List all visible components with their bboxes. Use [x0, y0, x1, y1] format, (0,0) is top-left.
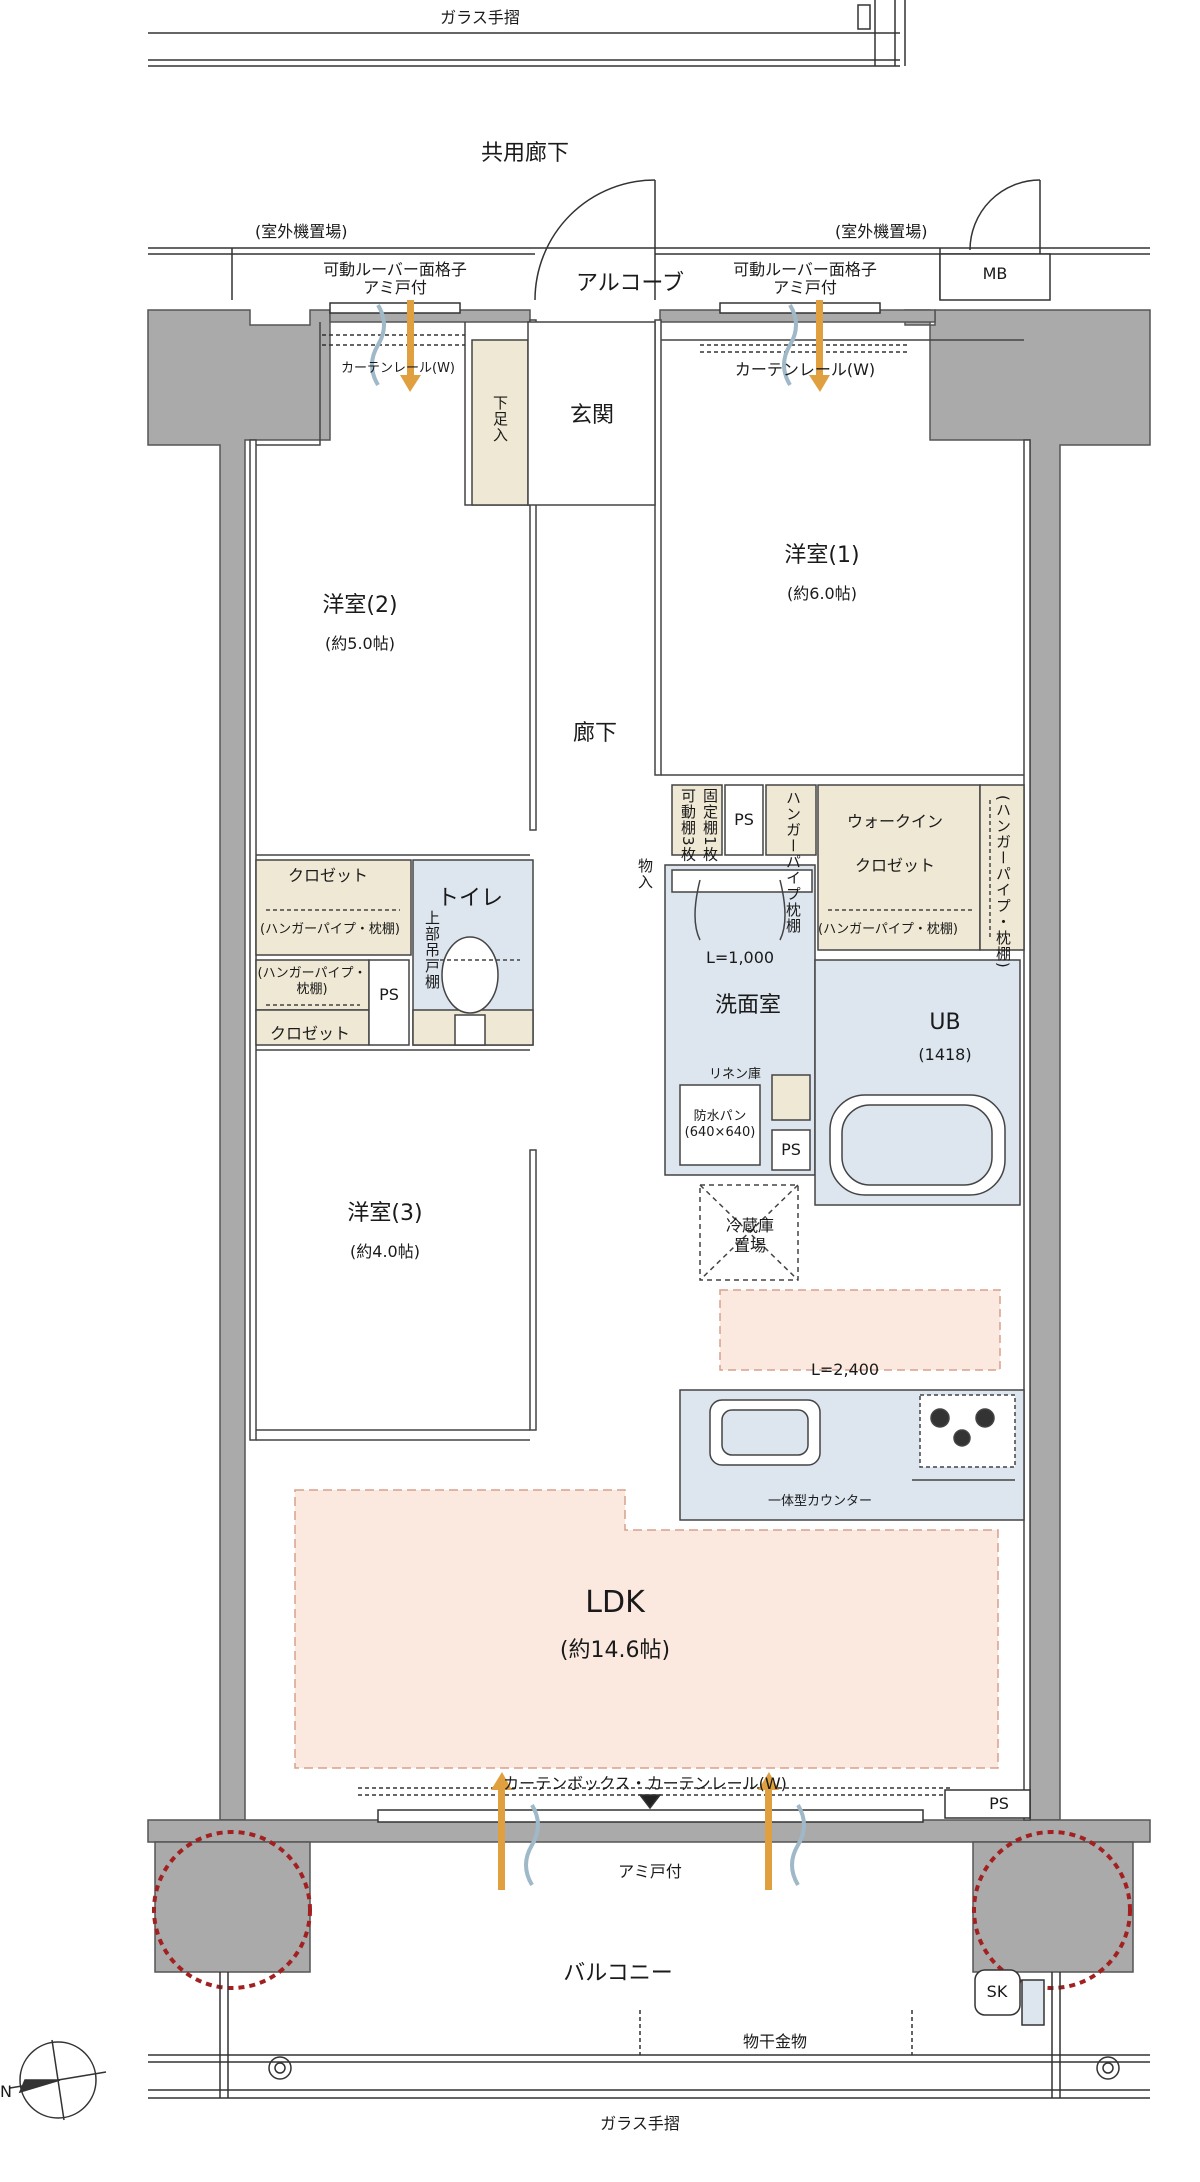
toilet-label: トイレ — [436, 886, 504, 911]
hallway-label: 廊下 — [572, 721, 618, 746]
movable-shelf-label: 可動棚3枚 — [679, 788, 697, 863]
walkin-hanger-label: (ハンガーパイプ・枕棚) — [817, 922, 959, 937]
screen-right-label: アミ戸付 — [773, 278, 837, 297]
toilet-room — [412, 859, 534, 1046]
bathroom-ub — [814, 959, 1021, 1206]
louver-right-label: 可動ルーバー面格子 — [733, 260, 877, 279]
closet-room3-hanger-label-2: 枕棚) — [296, 982, 328, 997]
room3-size-label: (約4.0帖) — [350, 1242, 420, 1261]
fridge-label-2: 置場 — [733, 1236, 767, 1255]
entrance-label: 玄関 — [569, 403, 615, 428]
screen-left-label: アミ戸付 — [363, 278, 427, 297]
ps-label-hall: PS — [734, 810, 754, 829]
walkin-closet-label-2: クロゼット — [854, 856, 936, 875]
closet-room3-hanger-label-1: (ハンガーパイプ・ — [257, 966, 367, 981]
curtain-box-label: カーテンボックス・カーテンレール(W) — [503, 1774, 787, 1793]
fridge-space — [699, 1184, 799, 1281]
north-arrow — [9, 2039, 107, 2121]
ldk-label: LDK — [585, 1585, 645, 1620]
ub-size-label: (1418) — [918, 1045, 972, 1064]
linen-storage-label: リネン庫 — [708, 1067, 762, 1082]
washroom-label: 洗面室 — [714, 993, 782, 1018]
alcove-label: アルコーブ — [575, 271, 685, 296]
shoe-storage-label: 下足入 — [491, 395, 509, 443]
closet-room2-label: クロゼット — [287, 866, 369, 885]
room1-size-label: (約6.0帖) — [787, 584, 857, 603]
entrance-floor — [527, 321, 656, 506]
top-railing — [148, 0, 906, 67]
washroom — [664, 864, 816, 1176]
room1-label: 洋室(1) — [784, 543, 860, 568]
outdoor-unit-right-label: (室外機置場) — [835, 222, 928, 241]
pan-size-label: (640×640) — [684, 1125, 756, 1140]
outdoor-unit-left-label: (室外機置場) — [255, 222, 348, 241]
vanity-length-label: L=1,000 — [705, 948, 775, 967]
ps-label-closet: PS — [379, 985, 399, 1004]
top-vent-arrows — [370, 300, 830, 392]
mb-label: MB — [982, 264, 1008, 283]
louver-left-label: 可動ルーバー面格子 — [323, 260, 467, 279]
kitchen-length-label: L=2,400 — [810, 1360, 880, 1379]
walkin-hanger-vertical-label: (ハンガーパイプ・枕棚) — [994, 795, 1012, 969]
sk-label: SK — [986, 1982, 1008, 2001]
glass-railing-bottom-label: ガラス手摺 — [600, 2114, 680, 2133]
walkin-closet-label-1: ウォークイン — [846, 812, 944, 831]
closet-room3-label: クロゼット — [269, 1024, 351, 1043]
counter-label: 一体型カウンター — [767, 1494, 873, 1509]
clothes-hanger-label: 物干金物 — [742, 2032, 808, 2051]
ldk-area — [294, 1489, 999, 1769]
curtain-rail-left-label: カーテンレール(W) — [341, 361, 455, 376]
interior-walls — [249, 319, 1031, 1821]
room3-label: 洋室(3) — [347, 1201, 423, 1226]
upper-cabinet-label: 上部吊戸棚 — [423, 910, 441, 990]
ps-label-balcony: PS — [989, 1794, 1009, 1813]
balcony-label: バルコニー — [563, 1961, 673, 1986]
hanger-pipe-vertical-label: ハンガーパイプ枕棚 — [784, 790, 802, 934]
storage-units — [671, 784, 1025, 951]
kitchen — [679, 1289, 1025, 1521]
common-corridor-label: 共用廊下 — [480, 141, 570, 166]
room2-size-label: (約5.0帖) — [325, 634, 395, 653]
corridor-line — [148, 247, 1150, 301]
shoe-storage — [471, 339, 529, 506]
ub-label: UB — [929, 1010, 961, 1035]
top-windows — [322, 302, 910, 353]
ldk-size-label: (約14.6帖) — [559, 1638, 671, 1663]
storage-label: 物入 — [636, 858, 654, 890]
room2-label: 洋室(2) — [322, 593, 398, 618]
closet-room2-hanger-label: (ハンガーパイプ・枕棚) — [259, 922, 401, 937]
balcony-vent-arrows — [491, 1772, 806, 1890]
balcony-railing — [148, 1969, 1150, 2099]
north-label: N — [0, 2082, 12, 2101]
glass-railing-top-label: ガラス手摺 — [440, 8, 520, 27]
waterproof-pan-label: 防水パン — [693, 1109, 747, 1124]
balcony-window — [358, 1787, 1031, 1823]
left-closets — [255, 859, 412, 1046]
ps-label-washroom: PS — [781, 1140, 801, 1159]
fixed-shelf-label: 固定棚1枚 — [701, 788, 719, 863]
balcony-screen-label: アミ戸付 — [618, 1862, 682, 1881]
structural-walls — [147, 309, 1151, 1973]
fridge-label-1: 冷蔵庫 — [725, 1216, 775, 1235]
curtain-rail-right-label: カーテンレール(W) — [734, 360, 876, 379]
